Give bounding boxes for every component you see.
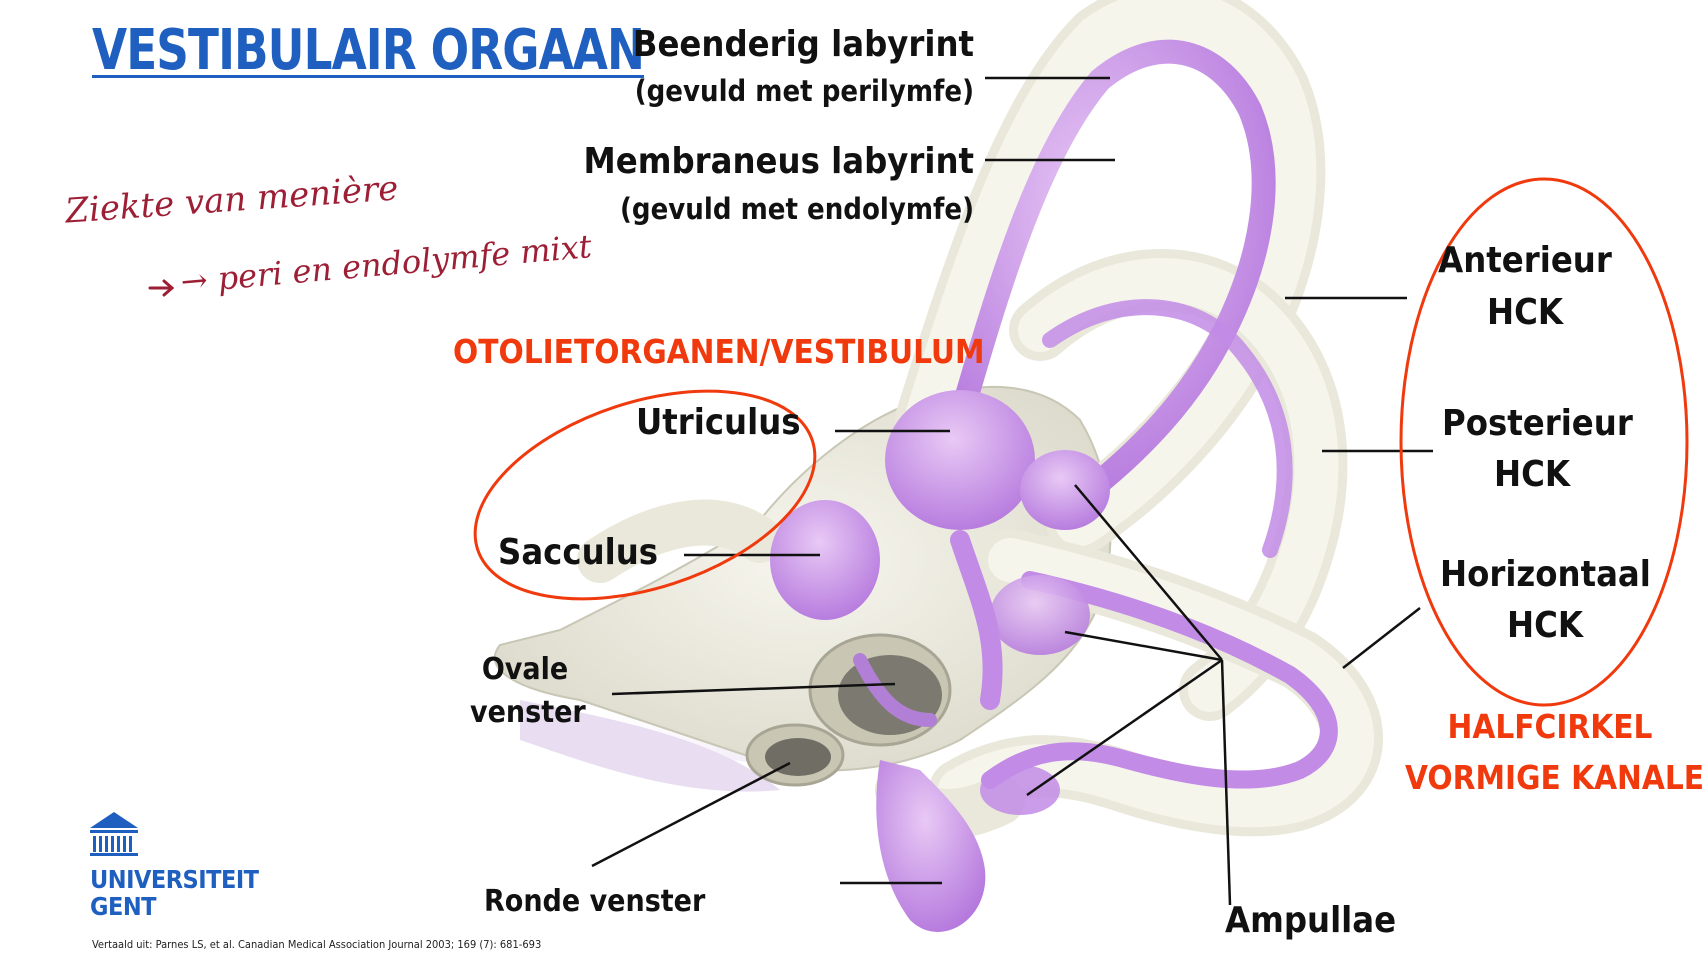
label-anterior-canal-line1: Anterieur xyxy=(1438,240,1612,281)
label-horizontal-canal-line1: Horizontaal xyxy=(1440,554,1651,595)
page-title: VESTIBULAIR ORGAAN xyxy=(92,18,645,83)
label-oval-window-line1: Ovale xyxy=(481,652,569,687)
canals-highlight-ellipse xyxy=(1399,177,1689,707)
label-utriculus: Utriculus xyxy=(636,402,801,443)
label-membranous-labyrinth-sub: (gevuld met endolymfe) xyxy=(620,192,974,226)
logo-text-line2: GENT xyxy=(90,892,157,921)
label-oval-window-line2: venster xyxy=(470,695,586,730)
label-posterior-canal-line2: HCK xyxy=(1494,454,1570,495)
label-otolith-organs: OTOLIETORGANEN/VESTIBULUM xyxy=(453,332,985,371)
membranous-labyrinth xyxy=(770,39,1338,932)
logo-text-line1: UNIVERSITEIT xyxy=(90,865,259,894)
handwritten-arrow xyxy=(148,279,175,297)
university-logo-icon xyxy=(90,812,138,856)
citation: Vertaald uit: Parnes LS, et al. Canadian… xyxy=(92,938,542,951)
label-bony-labyrinth: Beenderig labyrint xyxy=(632,24,974,65)
label-semicircular-canals-line1: HALFCIRKEL xyxy=(1447,707,1653,746)
label-semicircular-canals-line2: VORMIGE KANALEN xyxy=(1405,758,1704,797)
label-round-window: Ronde venster xyxy=(484,884,706,919)
round-window xyxy=(745,723,845,787)
leader-lines xyxy=(591,76,1433,906)
label-bony-labyrinth-sub: (gevuld met perilymfe) xyxy=(634,74,974,108)
label-ampullae: Ampullae xyxy=(1225,900,1397,941)
label-anterior-canal-line2: HCK xyxy=(1487,292,1563,333)
label-membranous-labyrinth: Membraneus labyrint xyxy=(583,141,974,182)
label-posterior-canal-line1: Posterieur xyxy=(1442,403,1633,444)
otolith-highlight-ellipse xyxy=(473,389,817,601)
oval-window xyxy=(808,633,952,747)
label-horizontal-canal-line2: HCK xyxy=(1507,605,1583,646)
label-sacculus: Sacculus xyxy=(498,532,659,573)
